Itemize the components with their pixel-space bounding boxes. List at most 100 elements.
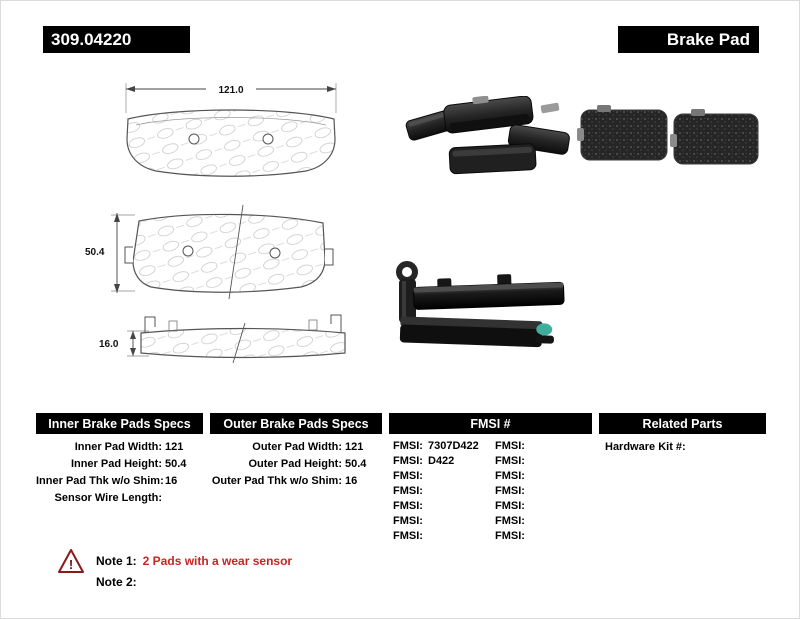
spec-label: FMSI: bbox=[393, 529, 423, 542]
clip-tab bbox=[308, 319, 318, 331]
table-row: FMSI: bbox=[495, 483, 530, 498]
spec-label: FMSI: bbox=[495, 439, 525, 452]
fmsi-header: FMSI # bbox=[389, 413, 592, 434]
related-parts-header: Related Parts bbox=[599, 413, 766, 434]
rivet-hole bbox=[269, 247, 281, 259]
wear-sensor-bracket bbox=[396, 261, 418, 323]
brake-pad-photos-top bbox=[405, 96, 759, 175]
note-1: Note 1:2 Pads with a wear sensor bbox=[96, 554, 292, 568]
pad-outline-front bbox=[132, 213, 326, 293]
table-row: FMSI: bbox=[495, 528, 530, 543]
product-type: Brake Pad bbox=[666, 29, 750, 49]
table-row: FMSI: bbox=[495, 513, 530, 528]
spec-label: FMSI: bbox=[393, 514, 423, 527]
note-1-text: 2 Pads with a wear sensor bbox=[142, 554, 293, 568]
table-row: Sensor Wire Length: bbox=[36, 489, 186, 506]
pad-width-drawing: 121.0 bbox=[125, 83, 337, 177]
rivet-hole bbox=[188, 133, 200, 145]
related-parts-table: Hardware Kit #: bbox=[605, 438, 689, 455]
spec-label: Inner Pad Height: bbox=[70, 457, 162, 470]
spec-label: FMSI: bbox=[495, 529, 525, 542]
spec-value: 7307D422 bbox=[428, 439, 479, 452]
height-dimension-label: 50.4 bbox=[85, 247, 105, 258]
product-type-header: Brake Pad bbox=[618, 26, 759, 53]
spec-label: FMSI: bbox=[393, 499, 423, 512]
wear-sensor-connector bbox=[536, 323, 553, 336]
warning-triangle-icon: ! bbox=[58, 549, 84, 573]
pad-thickness-drawing: 16.0 bbox=[99, 314, 346, 364]
spec-value: D422 bbox=[428, 454, 455, 467]
brake-pad-photo-angled-set bbox=[405, 96, 570, 175]
outer-specs-title: Outer Brake Pads Specs bbox=[223, 416, 369, 431]
spec-value: 121 bbox=[345, 440, 364, 453]
part-number: 309.04220 bbox=[51, 29, 132, 49]
spec-label: FMSI: bbox=[495, 499, 525, 512]
spec-label: Outer Pad Width: bbox=[252, 440, 342, 453]
table-row: Inner Pad Thk w/o Shim: 16 bbox=[36, 472, 186, 489]
spec-value: 121 bbox=[165, 440, 184, 453]
spec-label: Sensor Wire Length: bbox=[54, 491, 162, 504]
table-row: FMSI: bbox=[393, 513, 479, 528]
table-row: FMSI: bbox=[495, 468, 530, 483]
fmsi-table-col2: FMSI: FMSI: FMSI: FMSI: FMSI: FMSI: FMSI… bbox=[495, 438, 530, 543]
note-2: Note 2: bbox=[96, 575, 143, 589]
rivet-hole bbox=[262, 133, 274, 145]
table-row: FMSI: bbox=[495, 498, 530, 513]
inner-specs-header: Inner Brake Pads Specs bbox=[36, 413, 203, 434]
outer-specs-table: Outer Pad Width: 121 Outer Pad Height: 5… bbox=[210, 438, 367, 489]
table-row: Inner Pad Height: 50.4 bbox=[36, 455, 186, 472]
width-dimension-label: 121.0 bbox=[218, 85, 243, 96]
spec-value: 16 bbox=[165, 474, 178, 487]
spec-label: FMSI: bbox=[495, 484, 525, 497]
pad-outline-plan bbox=[126, 109, 336, 177]
spec-label: FMSI: bbox=[495, 469, 525, 482]
table-row: FMSI: 7307D422 bbox=[393, 438, 479, 453]
table-row: FMSI: bbox=[495, 453, 530, 468]
brake-pad-photos-side bbox=[396, 261, 565, 348]
abutment-ear-left bbox=[124, 246, 133, 264]
table-row: FMSI: bbox=[495, 438, 530, 453]
spec-label: Inner Pad Width: bbox=[74, 440, 162, 453]
section-break-line bbox=[232, 322, 246, 364]
related-parts-title: Related Parts bbox=[642, 416, 723, 431]
section-break-line bbox=[228, 204, 244, 300]
pad-outline-edge bbox=[140, 327, 346, 359]
spec-label: FMSI: bbox=[495, 454, 525, 467]
brake-pad-photo-pair bbox=[577, 105, 759, 165]
pad-height-drawing: 50.4 bbox=[85, 204, 334, 300]
inner-specs-table: Inner Pad Width: 121 Inner Pad Height: 5… bbox=[36, 438, 186, 506]
spec-label: Inner Pad Thk w/o Shim: bbox=[36, 474, 164, 487]
warning-exclamation: ! bbox=[69, 557, 73, 572]
table-row: FMSI: bbox=[393, 498, 479, 513]
abutment-ear-right bbox=[325, 248, 334, 266]
spec-value: 50.4 bbox=[165, 457, 187, 470]
pad-side-lower bbox=[399, 316, 554, 348]
table-row: Outer Pad Thk w/o Shim: 16 bbox=[210, 472, 366, 489]
spec-label: FMSI: bbox=[495, 514, 525, 527]
pad-side-upper bbox=[413, 274, 565, 310]
table-row: Hardware Kit #: bbox=[605, 438, 689, 455]
spec-label: Outer Pad Height: bbox=[248, 457, 342, 470]
part-number-header: 309.04220 bbox=[43, 26, 190, 53]
thickness-dimension-label: 16.0 bbox=[99, 339, 119, 350]
retainer-hook-right bbox=[330, 314, 342, 332]
retainer-hook-left bbox=[144, 316, 156, 333]
spec-value: 16 bbox=[345, 474, 358, 487]
table-row: FMSI: bbox=[393, 528, 479, 543]
spec-label: FMSI: bbox=[393, 469, 423, 482]
spec-label: FMSI: bbox=[393, 484, 423, 497]
rivet-hole bbox=[182, 245, 194, 257]
table-row: FMSI: D422 bbox=[393, 453, 479, 468]
spec-label: FMSI: bbox=[393, 439, 423, 452]
spec-label: FMSI: bbox=[393, 454, 423, 467]
spec-label: Outer Pad Thk w/o Shim: bbox=[211, 474, 342, 487]
table-row: Outer Pad Width: 121 bbox=[210, 438, 366, 455]
outer-specs-header: Outer Brake Pads Specs bbox=[210, 413, 382, 434]
clip-tab bbox=[168, 320, 178, 332]
fmsi-title: FMSI # bbox=[470, 416, 511, 431]
table-row: FMSI: bbox=[393, 468, 479, 483]
note-2-label: Note 2: bbox=[96, 575, 137, 589]
table-row: Inner Pad Width: 121 bbox=[36, 438, 186, 455]
inner-specs-title: Inner Brake Pads Specs bbox=[48, 416, 191, 431]
